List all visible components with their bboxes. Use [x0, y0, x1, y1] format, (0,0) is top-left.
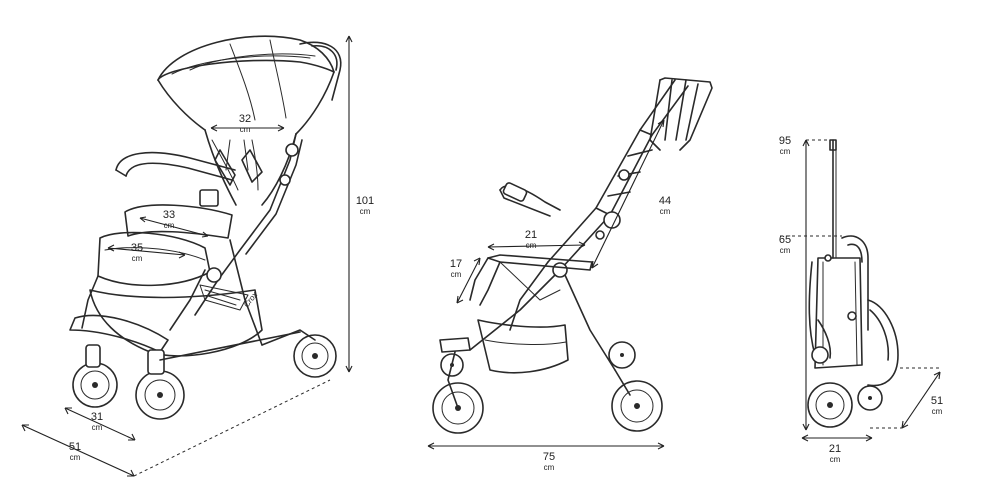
folded-view-stroller — [807, 139, 899, 428]
label-length: 75 cm — [536, 452, 562, 472]
label-seat-length: 21 cm — [518, 230, 544, 250]
label-height: 101 cm — [352, 196, 378, 216]
unit-length: cm — [543, 463, 555, 472]
value-seat-depth: 35 — [130, 242, 144, 254]
canopy-top — [157, 35, 335, 81]
value-length: 75 — [542, 451, 556, 463]
front-view-dimension-lines — [21, 35, 353, 477]
value-legrest-length: 17 — [449, 258, 463, 270]
label-folded-height-extended: 95 cm — [772, 136, 798, 156]
label-depth: 51 cm — [62, 442, 88, 462]
value-backrest-length: 44 — [658, 195, 672, 207]
value-depth: 51 — [68, 441, 82, 453]
value-folded-height-extended: 95 — [778, 135, 792, 147]
value-seat-length: 21 — [524, 229, 538, 241]
front-view-stroller — [69, 35, 342, 420]
unit-seat-width: cm — [163, 221, 175, 230]
unit-legrest-length: cm — [450, 270, 462, 279]
label-folded-depth: 51 cm — [924, 396, 950, 416]
value-seat-width: 33 — [162, 209, 176, 221]
value-folded-height: 65 — [778, 234, 792, 246]
unit-depth: cm — [69, 453, 81, 462]
folded-view-dimension-lines — [780, 139, 941, 442]
label-folded-width: 21 cm — [822, 444, 848, 464]
value-seat-back-width: 32 — [238, 113, 252, 125]
unit-folded-depth: cm — [931, 407, 943, 416]
value-folded-width: 21 — [828, 443, 842, 455]
value-height: 101 — [355, 195, 375, 207]
unit-height: cm — [359, 207, 371, 216]
label-legrest-length: 17 cm — [443, 259, 469, 279]
unit-seat-back-width: cm — [239, 125, 251, 134]
label-seat-back-width: 32 cm — [232, 114, 258, 134]
side-view-dimension-lines — [427, 119, 665, 450]
label-wheel-base-width: 31 cm — [84, 412, 110, 432]
unit-folded-height-extended: cm — [779, 147, 791, 156]
value-folded-depth: 51 — [930, 395, 944, 407]
unit-backrest-length: cm — [659, 207, 671, 216]
unit-wheel-base-width: cm — [91, 423, 103, 432]
value-wheel-base-width: 31 — [90, 411, 104, 423]
label-seat-depth: 35 cm — [124, 243, 150, 263]
unit-folded-height: cm — [779, 246, 791, 255]
unit-seat-length: cm — [525, 241, 537, 250]
unit-seat-depth: cm — [131, 254, 143, 263]
label-seat-width: 33 cm — [156, 210, 182, 230]
side-view-stroller — [432, 77, 713, 434]
unit-folded-width: cm — [829, 455, 841, 464]
label-backrest-length: 44 cm — [652, 196, 678, 216]
label-folded-height: 65 cm — [772, 235, 798, 255]
